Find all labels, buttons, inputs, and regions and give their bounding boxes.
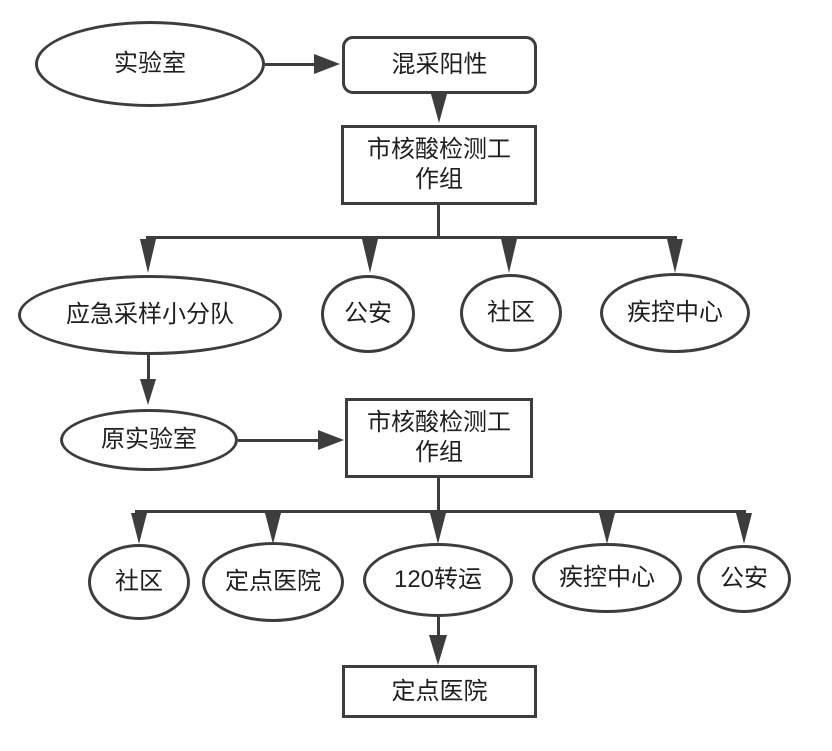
arrowhead-down-to-community-1 (501, 239, 517, 273)
node-community-2: 社区 (88, 544, 190, 620)
arrowhead-right-to-workgroup2 (318, 430, 344, 450)
edge-original-lab-to-workgroup2 (238, 438, 320, 442)
edge-lab-to-pooled (265, 62, 317, 66)
node-city-nat-workgroup-1: 市核酸检测工 作组 (341, 125, 537, 205)
edge-workgroup2-bar (135, 510, 746, 513)
arrowhead-down-to-cdc-2 (599, 513, 615, 544)
arrowhead-down-pooled-to-workgroup1 (431, 94, 447, 123)
node-designated-hospital-1: 定点医院 (202, 542, 344, 622)
node-community-1: 社区 (460, 274, 562, 352)
edge-workgroup2-stem (437, 478, 440, 512)
arrowhead-down-to-public-security-2 (736, 513, 752, 544)
node-city-nat-workgroup-2: 市核酸检测工 作组 (345, 398, 533, 478)
node-transfer-120: 120转运 (363, 543, 513, 617)
node-original-lab: 原实验室 (60, 409, 238, 471)
arrowhead-right-lab-to-pooled (314, 54, 340, 74)
node-emergency-sampling-team: 应急采样小分队 (18, 275, 282, 355)
arrowhead-down-to-transfer-120 (430, 513, 446, 544)
edge-workgroup1-bar (146, 236, 677, 239)
node-designated-hospital-2: 定点医院 (342, 665, 537, 718)
node-public-security-2: 公安 (697, 545, 791, 613)
node-pooled-positive: 混采阳性 (342, 36, 537, 94)
arrowhead-down-to-original-lab (140, 379, 156, 405)
node-public-security-1: 公安 (321, 275, 415, 353)
arrowhead-down-to-public-security-1 (362, 239, 378, 273)
node-cdc-1: 疾控中心 (600, 273, 750, 353)
node-lab: 实验室 (35, 21, 265, 107)
node-cdc-2: 疾控中心 (532, 543, 682, 613)
edge-team-to-original-lab (146, 355, 150, 381)
arrowhead-down-to-designated-hospital-1 (265, 513, 281, 544)
arrowhead-down-to-cdc-1 (667, 239, 683, 273)
arrowhead-down-to-designated-hospital-2 (429, 635, 447, 665)
edge-workgroup1-stem (437, 205, 440, 238)
arrowhead-down-to-community-2 (131, 513, 147, 544)
edge-transfer120-to-hospital (436, 617, 440, 637)
arrowhead-down-to-emergency-team (140, 239, 156, 273)
